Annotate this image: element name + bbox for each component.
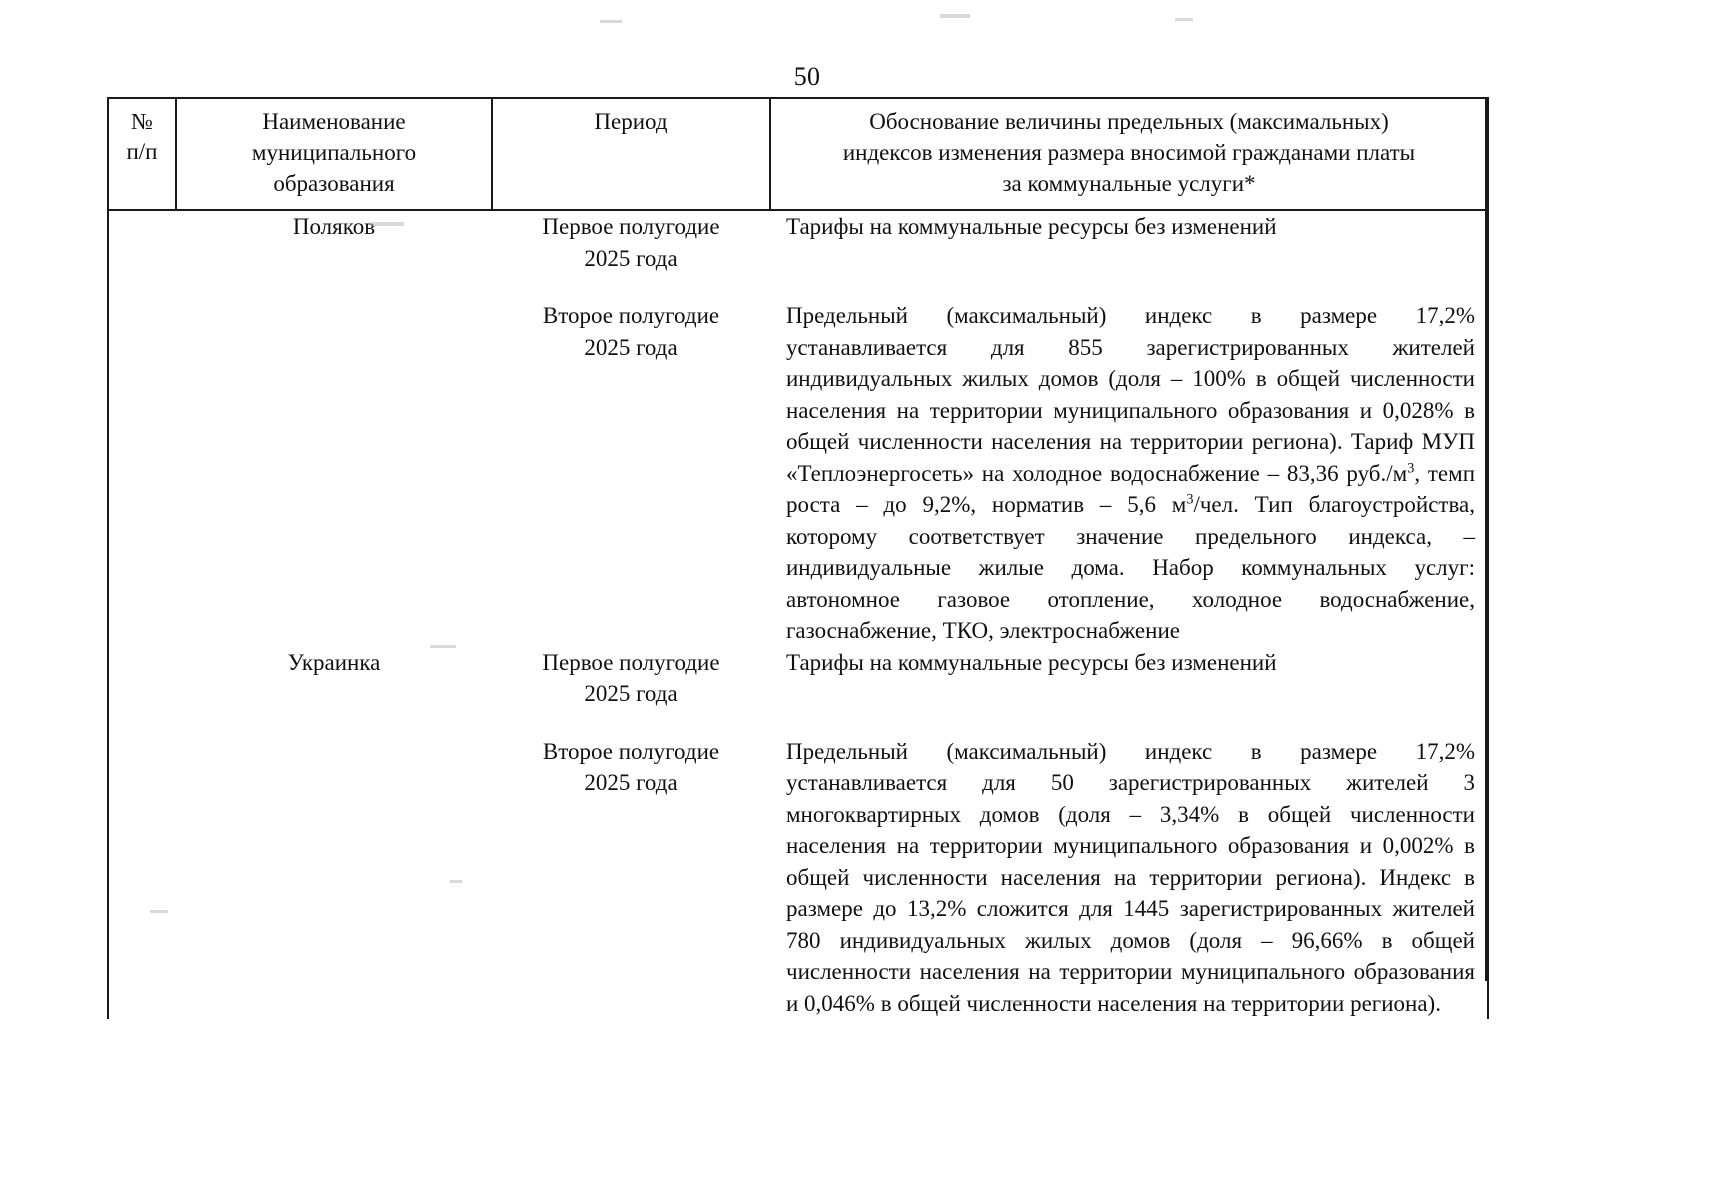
- period-cell: Первое полугодие 2025 года: [492, 647, 770, 710]
- justification-superscript-2: 3: [1186, 491, 1194, 508]
- justification-part-3: /чел. Тип благоустройства, которому соот…: [786, 492, 1475, 643]
- column-header-justification: Обоснование величины предельных (максима…: [769, 97, 1489, 211]
- page-number: 50: [793, 62, 821, 91]
- justification-cell: Тарифы на коммунальные ресурсы без измен…: [770, 210, 1489, 274]
- period-line1: Второе полугодие: [542, 738, 720, 764]
- column-header-municipality-line3: образования: [273, 171, 395, 196]
- column-header-number-line1: №: [131, 109, 153, 134]
- row-number: [107, 646, 176, 710]
- justification-text: Предельный (максимальный) индекс в разме…: [786, 738, 1475, 1016]
- period-cell: Первое полугодие 2025 года: [492, 210, 770, 274]
- column-header-municipality: Наименование муниципального образования: [175, 97, 493, 211]
- table-row: Украинка Первое полугодие 2025 года Тари…: [107, 646, 1489, 710]
- table-header-row: № п/п Наименование муниципального образо…: [107, 97, 1489, 211]
- scan-speckle: [150, 910, 168, 913]
- period-line2: 2025 года: [584, 245, 678, 271]
- column-header-justification-line2: индексов изменения размера вносимой граж…: [842, 140, 1416, 165]
- municipality-name: [176, 710, 492, 1020]
- justification-text: Тарифы на коммунальные ресурсы без измен…: [786, 649, 1277, 675]
- period-line1: Первое полугодие: [542, 214, 720, 239]
- period-line2: 2025 года: [584, 334, 678, 360]
- row-number: [107, 210, 176, 274]
- justification-part-2: , темп роста – до 9,2%, норматив – 5,6 м: [786, 460, 1476, 518]
- justification-cell: Тарифы на коммунальные ресурсы без измен…: [770, 646, 1489, 710]
- column-header-justification-line3: за коммунальные услуги*: [1002, 171, 1256, 196]
- table-right-rule: [1485, 97, 1487, 981]
- scan-speckle: [600, 20, 622, 23]
- justification-cell: Предельный (максимальный) индекс в разме…: [770, 709, 1489, 1019]
- justification-cell: Предельный (максимальный) индекс в разме…: [770, 274, 1489, 647]
- column-header-period: Период: [491, 97, 771, 211]
- period-line1: Первое полугодие: [542, 649, 720, 675]
- row-number: [107, 274, 176, 647]
- column-header-municipality-line2: муниципального: [251, 140, 417, 165]
- table-row: Второе полугодие 2025 года Предельный (м…: [107, 274, 1489, 647]
- municipality-name: [176, 274, 492, 647]
- period-line2: 2025 года: [584, 770, 678, 795]
- table-left-rule: [107, 97, 109, 981]
- column-header-number-line2: п/п: [126, 139, 158, 164]
- justification-superscript-1: 3: [1407, 459, 1415, 476]
- scan-speckle: [940, 14, 970, 18]
- period-cell: Второе полугодие 2025 года: [492, 710, 770, 1020]
- table-row: Второе полугодие 2025 года Предельный (м…: [107, 709, 1489, 1020]
- period-line1: Второе полугодие: [542, 303, 720, 328]
- row-number: [107, 709, 176, 1019]
- justification-part-1: Предельный (максимальный) индекс в разме…: [786, 303, 1475, 486]
- scan-speckle: [450, 880, 462, 883]
- table-row: Поляков Первое полугодие 2025 года Тариф…: [107, 210, 1489, 274]
- scan-speckle: [1175, 18, 1193, 21]
- period-line2: 2025 года: [584, 681, 678, 706]
- scan-speckle: [370, 222, 404, 226]
- indices-table: № п/п Наименование муниципального образо…: [107, 97, 1489, 1019]
- column-header-number: № п/п: [107, 97, 177, 211]
- column-header-justification-line1: Обоснование величины предельных (максима…: [869, 109, 1389, 134]
- column-header-period-label: Период: [594, 109, 668, 134]
- period-cell: Второе полугодие 2025 года: [492, 274, 770, 647]
- justification-text: Тарифы на коммунальные ресурсы без измен…: [786, 214, 1277, 239]
- justification-text: Предельный (максимальный) индекс в разме…: [786, 300, 1475, 647]
- municipality-name: Поляков: [292, 214, 376, 239]
- scan-speckle: [1010, 1000, 1024, 1003]
- column-header-municipality-line1: Наименование: [262, 109, 406, 134]
- municipality-name: Украинка: [287, 649, 381, 675]
- scan-speckle: [430, 645, 456, 648]
